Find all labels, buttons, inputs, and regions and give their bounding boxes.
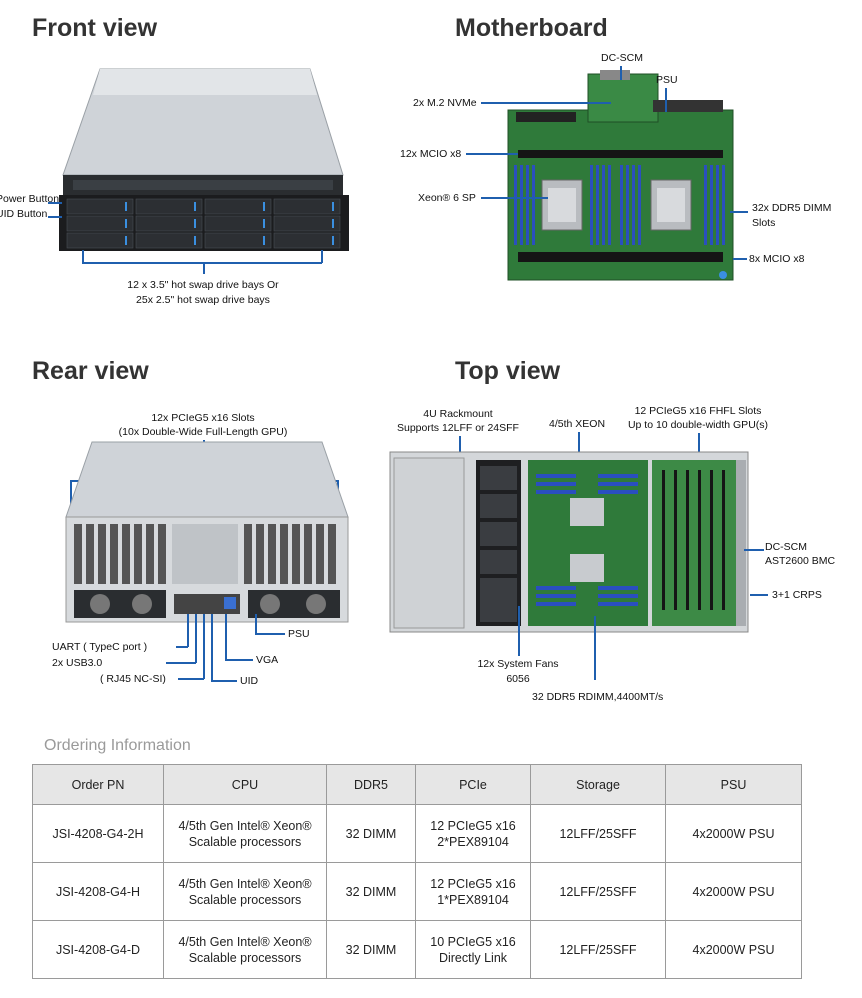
cell-cpu: 4/5th Gen Intel® Xeon® Scalable processo… xyxy=(163,862,327,921)
top-dcscm-label-1: DC-SCM xyxy=(765,541,807,553)
dc-scm-label: DC-SCM xyxy=(601,52,643,64)
mcio8-label: 8x MCIO x8 xyxy=(749,253,805,265)
col-order-pn: Order PN xyxy=(32,764,164,805)
cell-ddr5: 32 DIMM xyxy=(326,920,416,979)
cell-psu: 4x2000W PSU xyxy=(665,804,802,863)
top-pcie-label-2: Up to 10 double-width GPU(s) xyxy=(627,419,769,431)
cell-psu: 4x2000W PSU xyxy=(665,862,802,921)
uart-label: UART ( TypeC port ) xyxy=(52,641,148,653)
top-dcscm-label-2: AST2600 BMC xyxy=(765,555,836,567)
table-row: JSI-4208-G4-H 4/5th Gen Intel® Xeon® Sca… xyxy=(32,862,802,921)
ordering-table: Order PN CPU DDR5 PCIe Storage PSU JSI-4… xyxy=(32,764,802,979)
table-row: JSI-4208-G4-D 4/5th Gen Intel® Xeon® Sca… xyxy=(32,920,802,979)
cell-ddr5: 32 DIMM xyxy=(326,804,416,863)
fans-label-2: 6056 xyxy=(506,673,530,685)
top-ddr-label: 32 DDR5 RDIMM,4400MT/s xyxy=(532,691,664,703)
cell-storage: 12LFF/25SFF xyxy=(530,862,666,921)
rj45-label: ( RJ45 NC-SI) xyxy=(100,673,166,685)
mcio12-label: 12x MCIO x8 xyxy=(400,148,462,160)
motherboard-title: Motherboard xyxy=(455,14,608,42)
rear-psu-label: PSU xyxy=(288,628,310,640)
cell-psu: 4x2000W PSU xyxy=(665,920,802,979)
rear-view-title: Rear view xyxy=(32,357,149,385)
uid-label: UID xyxy=(240,675,259,687)
cell-pcie: 12 PCIeG5 x16 2*PEX89104 xyxy=(415,804,531,863)
top-xeon-label: 4/5th XEON xyxy=(549,418,606,430)
ordering-header-row: Order PN CPU DDR5 PCIe Storage PSU xyxy=(32,764,802,805)
col-psu: PSU xyxy=(665,764,802,805)
uid-button-label: UID Button xyxy=(0,208,48,220)
fans-label-1: 12x System Fans xyxy=(477,658,559,670)
rear-slots-label-2: (10x Double-Wide Full-Length GPU) xyxy=(118,426,288,438)
ddr5-dimm-label-1: 32x DDR5 DIMM xyxy=(752,202,832,214)
top-pcie-label-1: 12 PCIeG5 x16 FHFL Slots xyxy=(634,405,762,417)
col-ddr5: DDR5 xyxy=(326,764,416,805)
power-button-label: Power Button xyxy=(0,193,60,205)
crps-label: 3+1 CRPS xyxy=(772,589,822,601)
xeon6-label: Xeon® 6 SP xyxy=(418,192,476,204)
cell-storage: 12LFF/25SFF xyxy=(530,920,666,979)
table-row: JSI-4208-G4-2H 4/5th Gen Intel® Xeon® Sc… xyxy=(32,804,802,863)
ddr5-dimm-label-2: Slots xyxy=(752,217,776,229)
motherboard-photo xyxy=(507,70,734,281)
front-view-title: Front view xyxy=(32,14,158,42)
drive-bays-label-1: 12 x 3.5" hot swap drive bays Or xyxy=(127,279,279,291)
drive-bays-label-2: 25x 2.5" hot swap drive bays xyxy=(136,294,270,306)
psu-label: PSU xyxy=(656,74,678,86)
ordering-title: Ordering Information xyxy=(44,737,191,754)
cell-pcie: 12 PCIeG5 x16 1*PEX89104 xyxy=(415,862,531,921)
front-server-photo xyxy=(55,65,355,255)
rackmount-label-1: 4U Rackmount xyxy=(423,408,493,420)
col-storage: Storage xyxy=(530,764,666,805)
cell-order-pn: JSI-4208-G4-H xyxy=(32,862,164,921)
rear-slots-label-1: 12x PCIeG5 x16 Slots xyxy=(151,412,255,424)
top-server-photo xyxy=(389,446,749,636)
col-cpu: CPU xyxy=(163,764,327,805)
m2-nvme-label: 2x M.2 NVMe xyxy=(413,97,477,109)
usb-label: 2x USB3.0 xyxy=(52,657,103,669)
top-view-title: Top view xyxy=(455,357,561,385)
cell-cpu: 4/5th Gen Intel® Xeon® Scalable processo… xyxy=(163,804,327,863)
cell-cpu: 4/5th Gen Intel® Xeon® Scalable processo… xyxy=(163,920,327,979)
cell-order-pn: JSI-4208-G4-2H xyxy=(32,804,164,863)
rackmount-label-2: Supports 12LFF or 24SFF xyxy=(397,422,519,434)
cell-pcie: 10 PCIeG5 x16 Directly Link xyxy=(415,920,531,979)
rear-server-photo xyxy=(62,441,352,623)
cell-ddr5: 32 DIMM xyxy=(326,862,416,921)
vga-label: VGA xyxy=(256,654,279,666)
col-pcie: PCIe xyxy=(415,764,531,805)
cell-storage: 12LFF/25SFF xyxy=(530,804,666,863)
cell-order-pn: JSI-4208-G4-D xyxy=(32,920,164,979)
